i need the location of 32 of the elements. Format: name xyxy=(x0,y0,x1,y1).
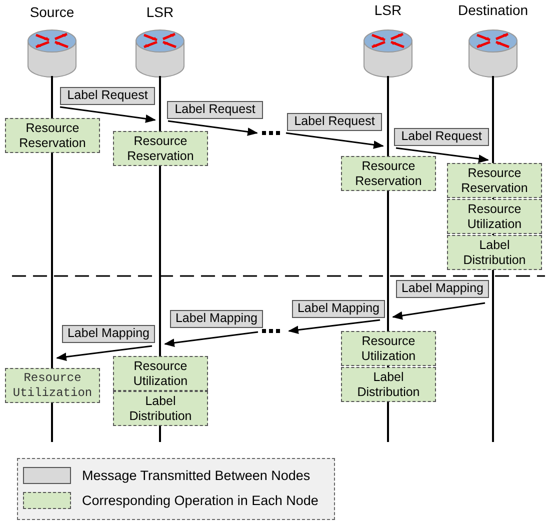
edge-label: Label Mapping xyxy=(62,325,155,343)
operation-box: Resource Utilization xyxy=(5,368,100,403)
operation-box: Resource Reservation xyxy=(341,156,436,191)
participant-title: LSR xyxy=(145,4,175,20)
operation-box: Resource Utilization xyxy=(113,356,208,391)
operation-box: Resource Reservation xyxy=(113,131,208,166)
operation-box: Resource Reservation xyxy=(5,118,100,153)
edge-label: Label Mapping xyxy=(170,310,263,328)
arrow xyxy=(288,319,380,334)
arrow xyxy=(286,132,384,149)
operation-box: Resource Reservation xyxy=(447,163,542,198)
operation-box: Resource Utilization xyxy=(341,331,436,366)
arrow xyxy=(56,345,152,361)
operation-box: Label Distribution xyxy=(447,235,542,270)
participant-title: LSR xyxy=(373,2,403,18)
edge-label: Label Mapping xyxy=(396,280,489,298)
arrow xyxy=(164,331,258,347)
edge-label: Label Request xyxy=(167,101,263,119)
edge-label: Label Mapping xyxy=(292,300,385,318)
edge-label: Label Request xyxy=(287,113,382,131)
operation-box: Label Distribution xyxy=(113,391,208,426)
edge-label: Label Request xyxy=(60,87,155,105)
participant-title: Destination xyxy=(456,2,530,18)
arrow xyxy=(168,120,258,136)
legend-text: Corresponding Operation in Each Node xyxy=(82,492,318,509)
edge-label: Label Request xyxy=(394,128,489,146)
operation-box: Label Distribution xyxy=(341,367,436,402)
arrow xyxy=(392,302,486,320)
participant-title: Source xyxy=(28,4,76,20)
arrow xyxy=(396,147,490,163)
operation-box: Resource Utilization xyxy=(447,199,542,234)
legend-text: Message Transmitted Between Nodes xyxy=(82,467,310,484)
